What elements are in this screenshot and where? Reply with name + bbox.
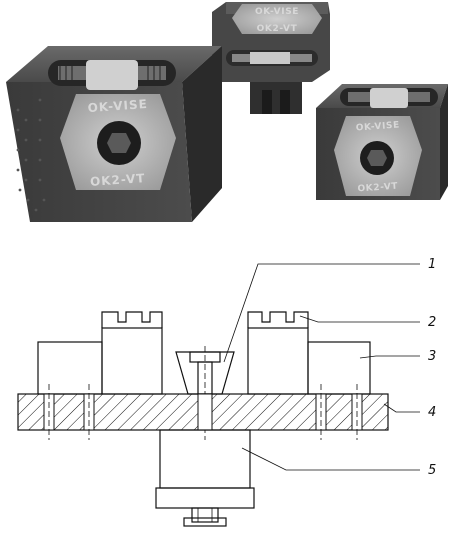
back-vise-block: OK-VISE OK2-VT	[212, 2, 330, 114]
support-column	[155, 429, 255, 527]
large-block-hex-socket-icon	[107, 133, 131, 153]
base-plate	[17, 384, 389, 440]
large-vise-block: OK-VISE OK2-VT	[6, 46, 222, 222]
callout-1: 1	[428, 257, 436, 272]
large-block-bottom-text: OK2-VT	[90, 171, 146, 189]
back-block-bottom-text: OK2-VT	[257, 24, 298, 34]
cross-section-drawing: 1 2 3 4 5	[17, 257, 436, 527]
back-block-spring	[226, 50, 318, 66]
small-block-bottom-text: OK2-VT	[357, 182, 399, 195]
large-block-top-text: OK-VISE	[87, 97, 148, 115]
back-block-jaw	[250, 82, 302, 114]
right-clamp	[247, 311, 371, 395]
callout-5: 5	[428, 463, 436, 478]
small-vise-block: OK-VISE OK2-VT	[316, 84, 448, 200]
callout-labels: 1 2 3 4 5	[428, 257, 436, 478]
back-block-plate	[232, 4, 322, 34]
small-block-hex-socket-icon	[367, 150, 387, 166]
leader-lines	[223, 263, 420, 471]
large-block-knurl	[16, 98, 46, 212]
back-block-top-text: OK-VISE	[255, 7, 299, 17]
small-block-spring	[340, 88, 438, 108]
callout-2: 2	[428, 315, 436, 330]
left-clamp	[37, 311, 163, 395]
callout-3: 3	[428, 349, 436, 364]
large-block-spring	[48, 60, 176, 90]
callout-4: 4	[428, 405, 436, 420]
small-block-top-text: OK-VISE	[356, 120, 401, 133]
product-photo: OK-VISE OK2-VT	[6, 2, 448, 222]
